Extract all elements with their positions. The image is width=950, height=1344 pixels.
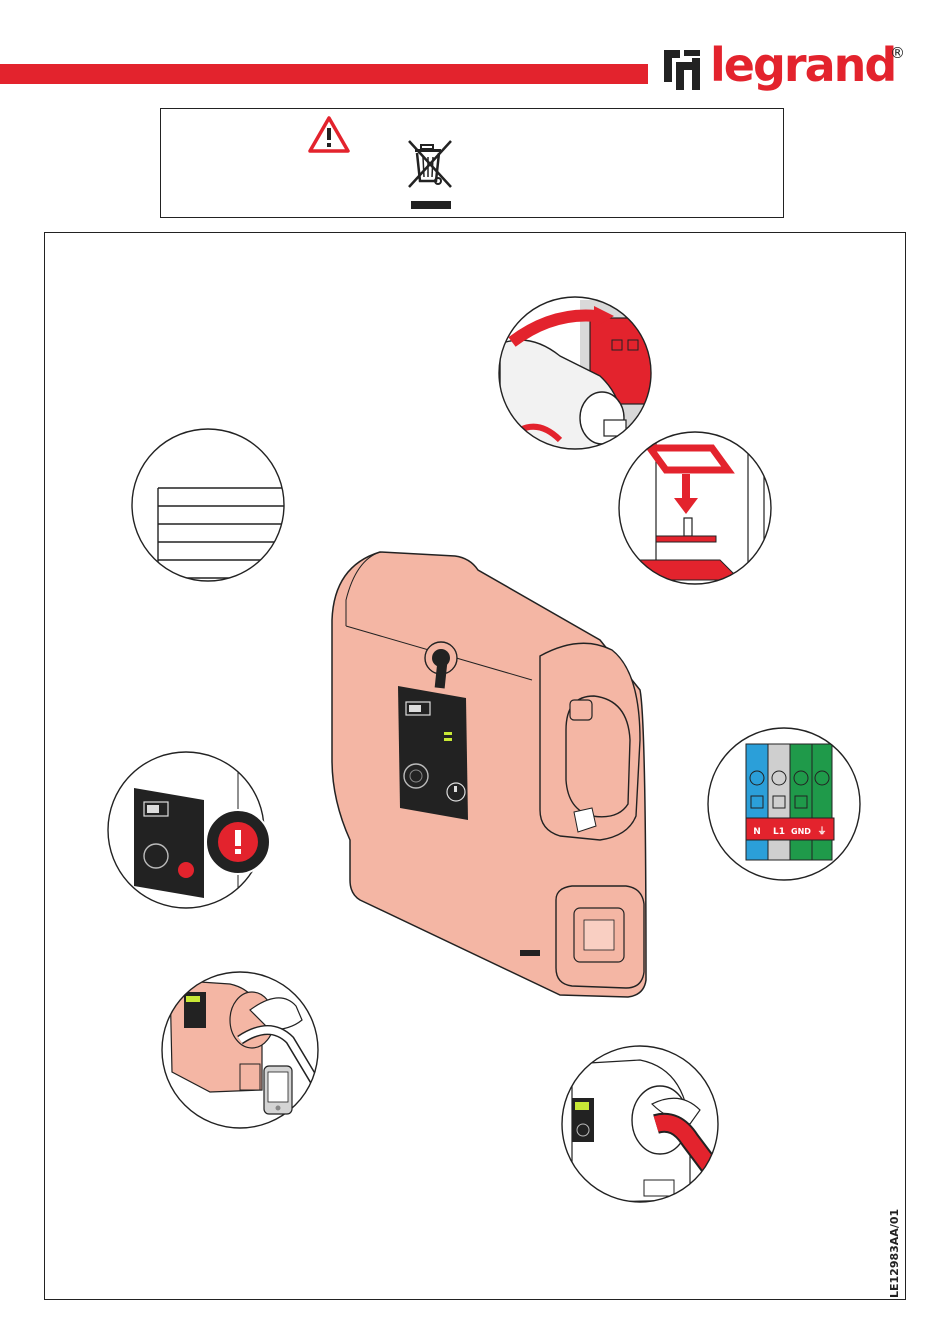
detail-app-connection <box>160 970 320 1130</box>
smartphone-icon <box>264 1066 292 1114</box>
detail-error-indicator <box>108 752 270 912</box>
detail-terminal-block: N L1 GND ⏚ <box>708 728 860 880</box>
terminal-label-gnd: GND <box>791 827 811 836</box>
terminal-label-n: N <box>753 827 761 837</box>
detail-label-table <box>132 429 290 581</box>
document-code: LE12983AA/01 <box>888 1218 908 1298</box>
charging-station <box>332 552 646 997</box>
terminal-label-earth: ⏚ <box>817 826 826 837</box>
detail-cover-hinge <box>499 297 660 450</box>
detail-seal-insertion <box>619 430 780 590</box>
terminal-label-l1: L1 <box>773 827 785 837</box>
error-icon <box>218 822 258 862</box>
control-panel <box>398 686 468 820</box>
detail-plug-inserted <box>560 1046 720 1206</box>
